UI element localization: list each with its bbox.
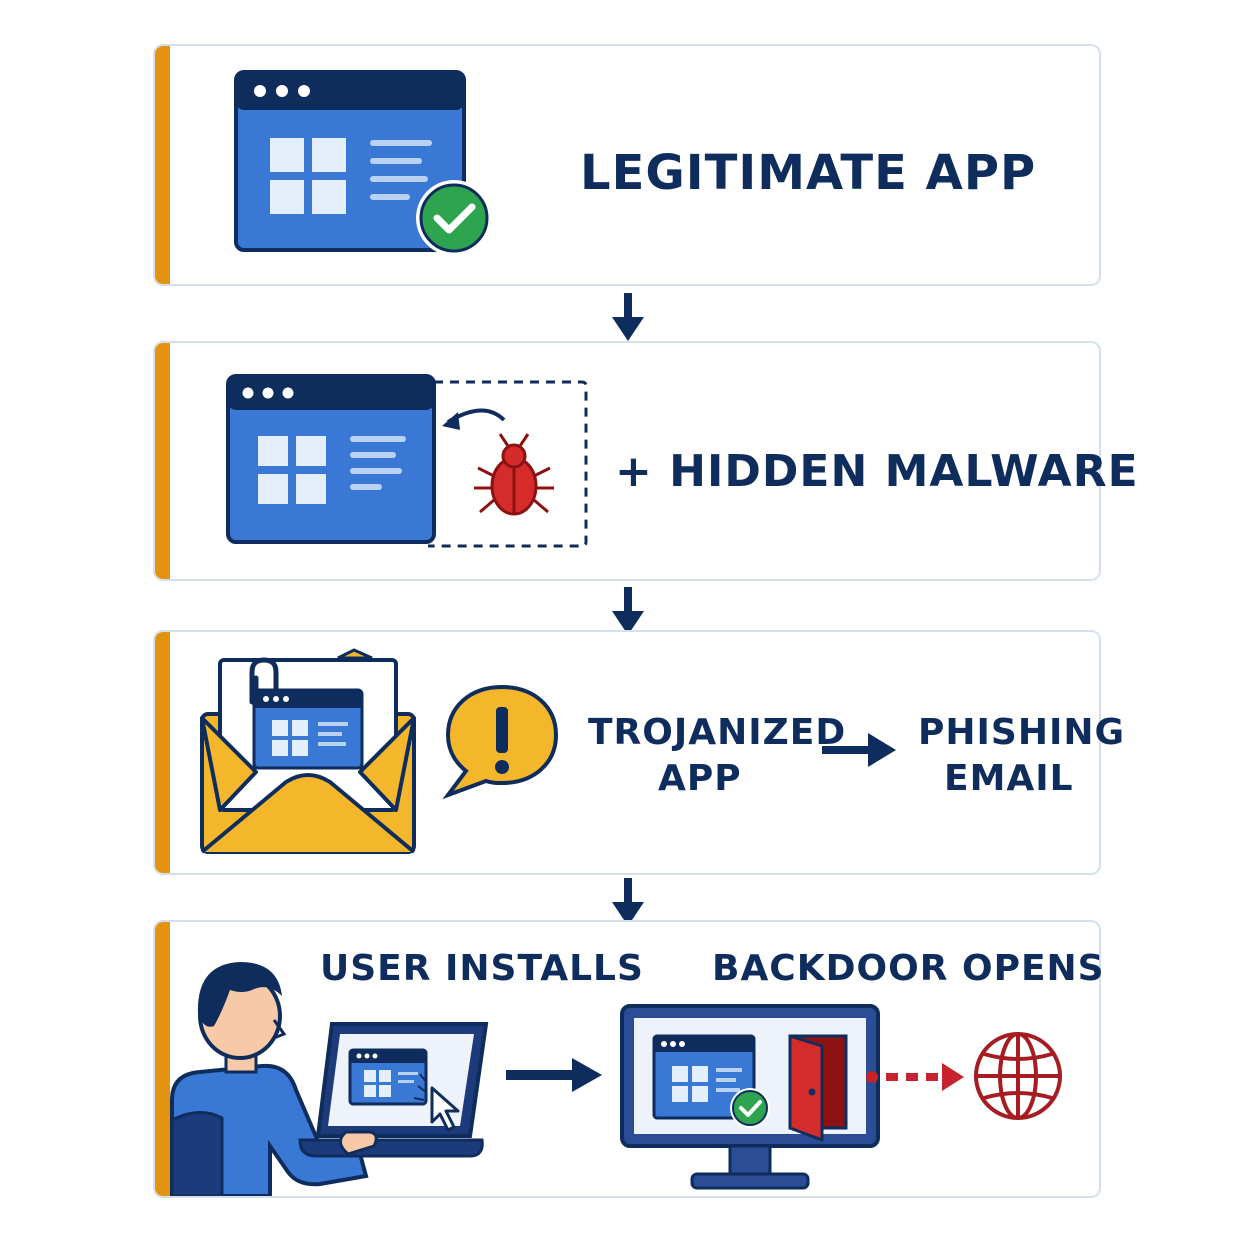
phishing-label-line1: PHISHING xyxy=(918,712,1126,753)
right-arrow-icon xyxy=(822,733,896,767)
cursor-icon xyxy=(413,1073,460,1132)
monitor-icon xyxy=(620,1004,880,1190)
check-badge-icon xyxy=(416,180,492,256)
open-door-icon xyxy=(788,1034,848,1142)
trojanized-label-line2: APP xyxy=(658,758,742,799)
right-arrow-icon xyxy=(506,1058,602,1092)
hidden-malware-label: + HIDDEN MALWARE xyxy=(615,446,1139,497)
backdoor-opens-label: BACKDOOR OPENS xyxy=(712,948,1105,989)
down-arrow-icon xyxy=(612,293,644,341)
app-window-icon xyxy=(226,374,588,548)
user-icon xyxy=(170,962,489,1196)
down-arrow-icon xyxy=(612,587,644,635)
check-badge-icon xyxy=(730,1088,770,1128)
exclamation-bubble-icon xyxy=(442,684,559,800)
legitimate-app-label: LEGITIMATE APP xyxy=(580,145,1037,201)
user-installs-label: USER INSTALLS xyxy=(320,948,644,989)
laptop-icon xyxy=(298,1022,489,1158)
down-arrow-icon xyxy=(612,878,644,926)
globe-icon xyxy=(974,1032,1062,1120)
phishing-label-line2: EMAIL xyxy=(944,758,1074,799)
dotted-arrow-icon xyxy=(866,1063,964,1091)
envelope-icon xyxy=(200,648,416,854)
bug-icon xyxy=(474,433,554,516)
trojanized-label-line1: TROJANIZED xyxy=(588,712,847,753)
app-window-icon xyxy=(234,70,492,256)
